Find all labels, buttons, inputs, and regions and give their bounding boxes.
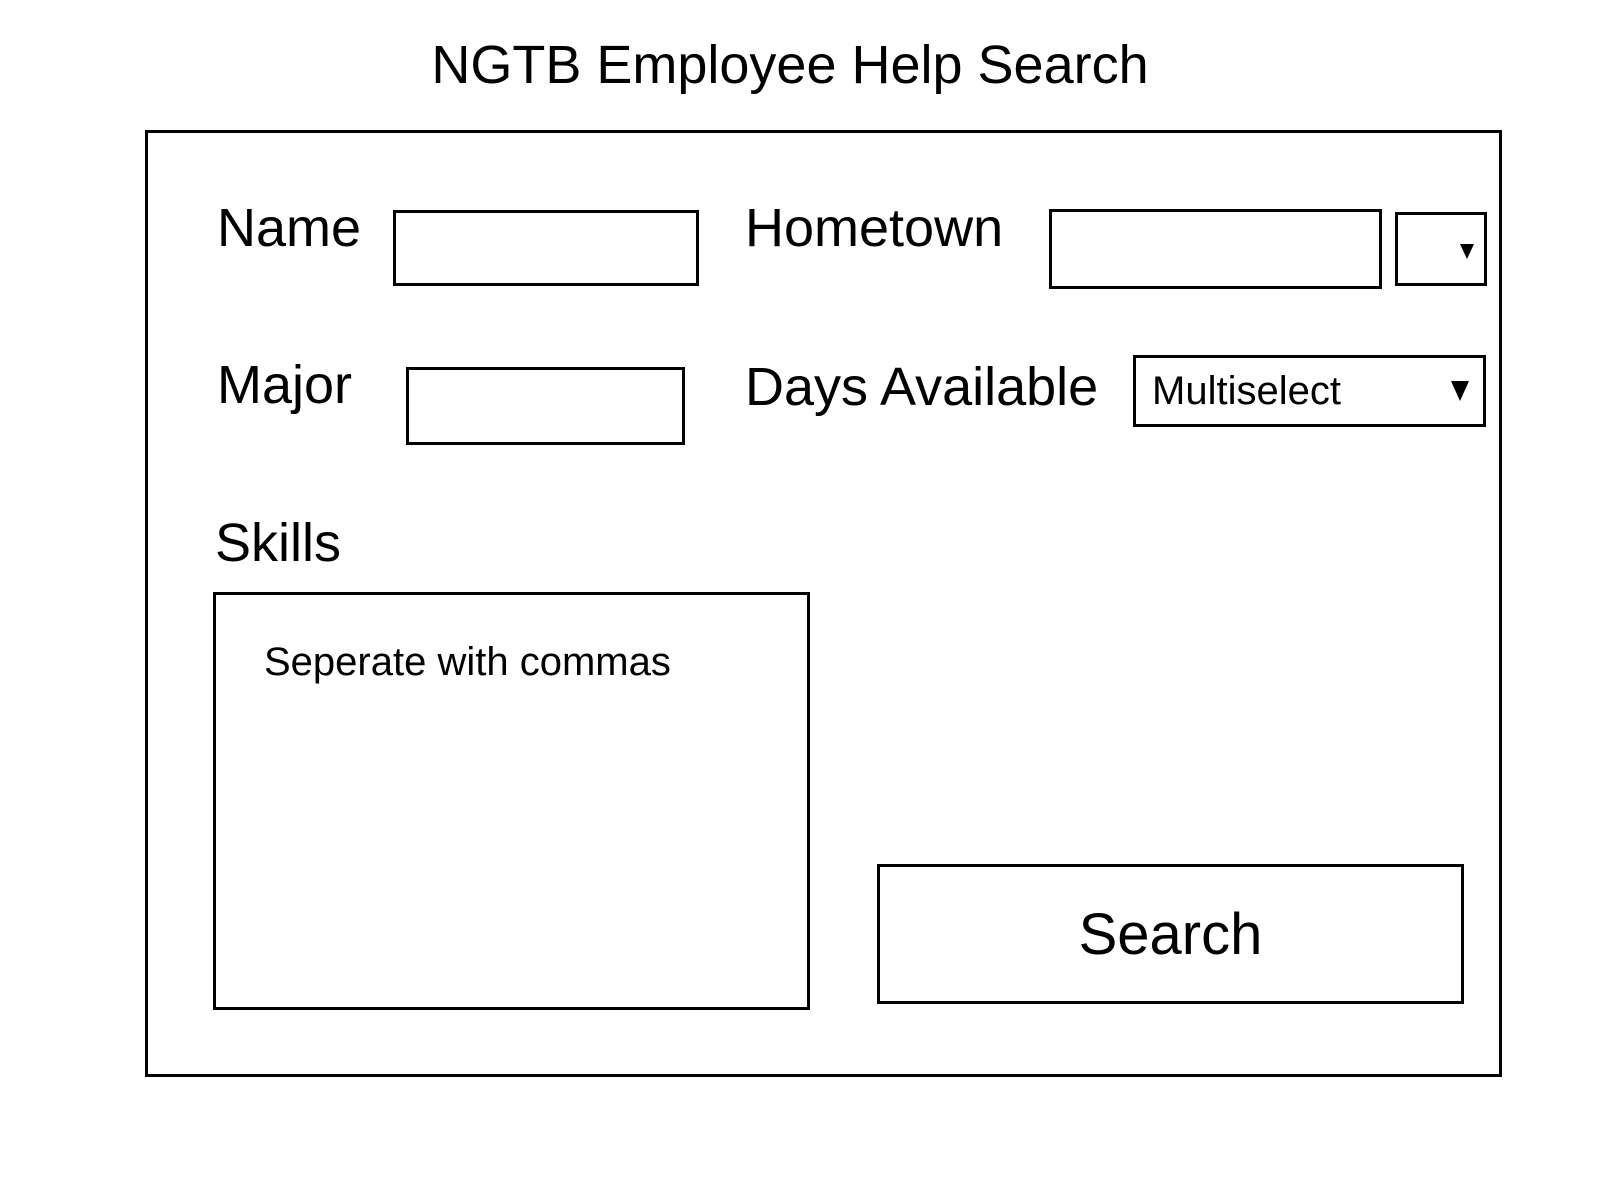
chevron-down-icon (1460, 243, 1474, 259)
hometown-label: Hometown (745, 198, 1004, 258)
page-title: NGTB Employee Help Search (431, 35, 1149, 95)
major-input[interactable] (406, 367, 685, 445)
major-label: Major (217, 355, 353, 415)
hometown-input[interactable] (1049, 209, 1382, 289)
name-label: Name (217, 198, 362, 258)
days-available-value: Multiselect (1152, 369, 1341, 413)
skills-label: Skills (215, 513, 342, 573)
days-available-label: Days Available (745, 357, 1099, 417)
chevron-down-icon (1451, 381, 1469, 401)
search-form-frame (145, 130, 1502, 1077)
days-available-select[interactable]: Multiselect (1133, 355, 1486, 427)
name-input[interactable] (393, 210, 699, 286)
search-button[interactable]: Search (877, 864, 1464, 1004)
hometown-select[interactable] (1395, 212, 1487, 286)
skills-textarea[interactable] (213, 592, 810, 1010)
